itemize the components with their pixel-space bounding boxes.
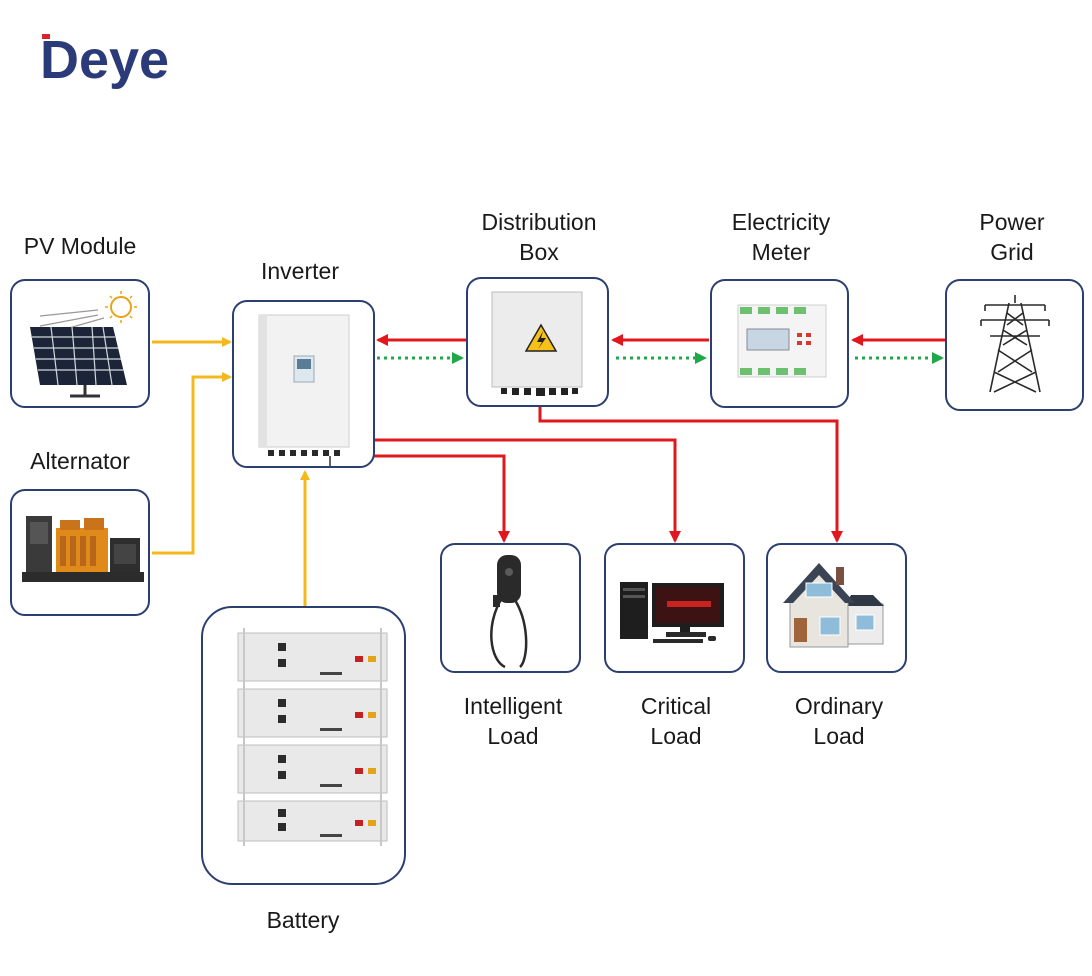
intelligent-load-box	[440, 543, 581, 673]
solar-panel-icon	[30, 291, 137, 398]
inverter-label: Inverter	[261, 258, 339, 284]
meter-icon	[737, 304, 827, 378]
distribution-box-label-line1: Distribution	[481, 209, 597, 235]
pylon-icon	[980, 295, 1050, 393]
distribution-box-label: Distribution Box	[459, 207, 619, 267]
distbox-to-ordinary-load-arrow	[538, 405, 843, 543]
alternator-to-inverter-arrow	[152, 372, 232, 555]
alternator-label: Alternator	[30, 448, 130, 474]
critical-load-label-line2: Load	[650, 723, 702, 749]
deye-logo: Deye	[40, 30, 169, 90]
ordinary-load-label: Ordinary Load	[759, 691, 919, 751]
svg-text:Deye: Deye	[40, 30, 169, 90]
electricity-meter-label-line1: Electricity	[731, 209, 831, 235]
inverter-icon	[258, 314, 350, 466]
house-icon	[783, 563, 884, 648]
battery-label: Battery	[266, 907, 340, 933]
battery-stack-icon	[237, 628, 388, 846]
power-grid-label-line2: Grid	[990, 239, 1034, 265]
inverter-to-intelligent-load-arrow	[366, 454, 510, 543]
ac-flows	[366, 334, 945, 543]
distribution-box-icon	[491, 291, 583, 396]
inverter-to-critical-load-arrow	[373, 438, 681, 543]
intelligent-load-label: Intelligent Load	[433, 691, 593, 751]
dc-flows	[152, 337, 310, 607]
computer-icon	[620, 582, 724, 643]
power-grid-label: Power Grid	[932, 207, 1092, 267]
electricity-meter-label-line2: Meter	[751, 239, 811, 265]
generator-icon	[22, 516, 144, 582]
ev-charger-icon	[490, 555, 528, 669]
electricity-meter-label: Electricity Meter	[701, 207, 861, 267]
intelligent-load-label-line2: Load	[487, 723, 539, 749]
distribution-box-label-line2: Box	[519, 239, 559, 265]
power-grid-label-line1: Power	[979, 209, 1045, 235]
pv-module-label: PV Module	[23, 233, 137, 259]
ordinary-load-label-line1: Ordinary	[794, 693, 884, 719]
ordinary-load-label-line2: Load	[813, 723, 865, 749]
critical-load-label-line1: Critical	[640, 693, 712, 719]
intelligent-load-label-line1: Intelligent	[463, 693, 563, 719]
critical-load-label: Critical Load	[596, 691, 756, 751]
power-grid-box	[945, 279, 1084, 411]
